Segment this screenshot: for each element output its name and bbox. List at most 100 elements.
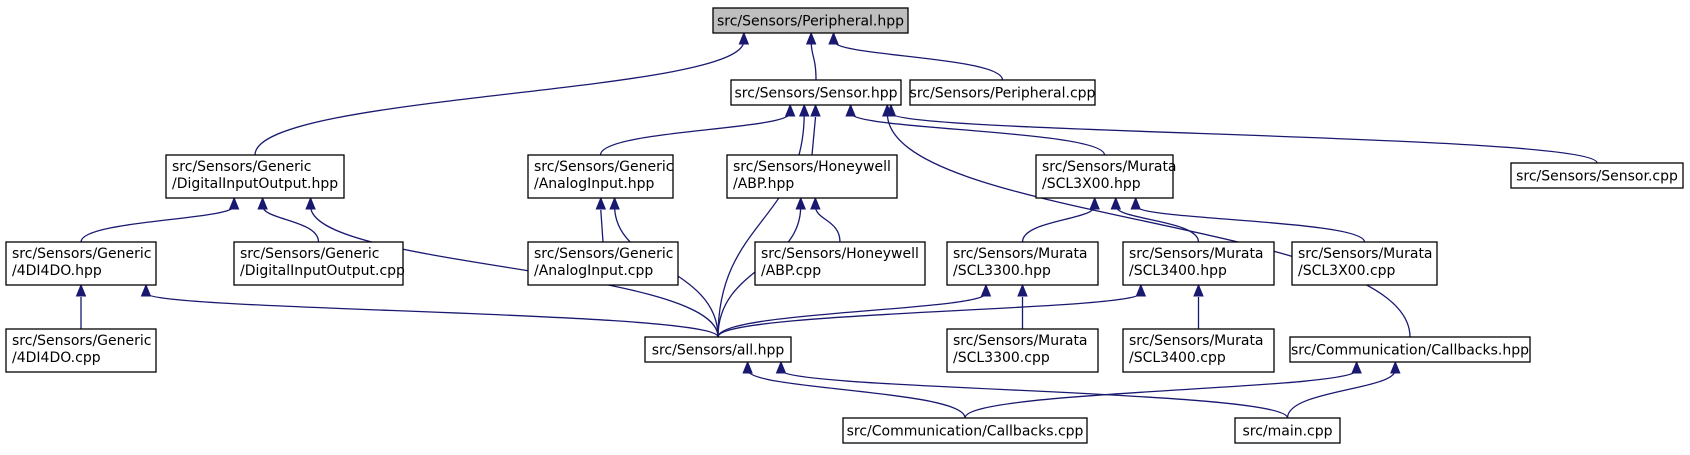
node-scl3300-cpp[interactable]: src/Sensors/Murata/SCL3300.cpp: [946, 328, 1099, 373]
node-scl3x00-cpp[interactable]: src/Sensors/Murata/SCL3X00.cpp: [1291, 241, 1438, 286]
edge-line: [145, 292, 719, 338]
node-box: [1122, 328, 1275, 373]
edge-line: [964, 369, 1358, 419]
edge-d4do-hpp-to-all-hpp: [140, 283, 719, 338]
edge-line: [254, 40, 745, 156]
node-box: [946, 328, 1099, 373]
node-label: src/Sensors/Honeywell: [761, 246, 919, 262]
node-scl3400-hpp[interactable]: src/Sensors/Murata/SCL3400.hpp: [1122, 241, 1275, 286]
edge-dio-hpp-to-dio-cpp: [257, 196, 320, 243]
edge-line: [849, 112, 1106, 156]
node-box: [527, 154, 674, 199]
node-d4do-cpp[interactable]: src/Sensors/Generic/4DI4DO.cpp: [5, 328, 157, 373]
edge-line: [780, 369, 1289, 419]
node-label: src/Sensors/Peripheral.hpp: [717, 14, 904, 30]
node-label: /ABP.hpp: [733, 176, 794, 192]
node-label: src/Sensors/Honeywell: [733, 159, 891, 175]
edge-abp-hpp-to-abp-cpp: [810, 196, 841, 243]
node-label: src/Communication/Callbacks.hpp: [1291, 343, 1529, 359]
node-label: /SCL3X00.cpp: [1298, 263, 1396, 279]
arrowhead: [810, 103, 821, 117]
node-label: src/Sensors/Generic: [534, 159, 673, 175]
arrowhead: [775, 360, 787, 374]
edge-line: [1115, 205, 1200, 243]
node-label: /DigitalInputOutput.cpp: [240, 263, 405, 279]
edge-scl3400-hpp-to-scl3400-cpp: [1193, 283, 1204, 329]
arrowhead: [228, 196, 240, 210]
node-label: src/Sensors/Generic: [534, 246, 673, 262]
node-box: [1122, 241, 1275, 286]
arrowhead: [805, 31, 817, 45]
node-label: /SCL3400.cpp: [1129, 350, 1226, 366]
node-box: [712, 7, 909, 34]
node-label: src/Communication/Callbacks.cpp: [847, 424, 1084, 440]
arrowhead: [810, 196, 821, 210]
arrowhead: [1089, 196, 1100, 210]
edge-d4do-hpp-to-d4do-cpp: [75, 283, 87, 329]
node-label: /AnalogInput.hpp: [534, 176, 655, 192]
node-peripheral-cpp[interactable]: src/Sensors/Peripheral.cpp: [909, 79, 1096, 106]
node-box: [730, 79, 902, 106]
edge-line: [717, 112, 805, 338]
node-all-hpp[interactable]: src/Sensors/all.hpp: [644, 336, 792, 363]
node-label: src/Sensors/Murata: [1129, 246, 1264, 262]
node-scl3300-hpp[interactable]: src/Sensors/Murata/SCL3300.hpp: [946, 241, 1099, 286]
node-scl3400-cpp[interactable]: src/Sensors/Murata/SCL3400.cpp: [1122, 328, 1275, 373]
arrowhead: [1135, 283, 1147, 297]
arrowhead: [75, 283, 87, 297]
node-box: [5, 241, 157, 286]
edge-sensor-hpp-to-all-hpp: [717, 103, 810, 338]
node-label: src/Sensors/Generic: [12, 246, 151, 262]
node-dio-hpp[interactable]: src/Sensors/Generic/DigitalInputOutput.h…: [165, 154, 345, 199]
edge-ai-hpp-to-ai-cpp: [595, 196, 607, 243]
node-callbacks-hpp[interactable]: src/Communication/Callbacks.hpp: [1289, 336, 1531, 363]
node-label: src/Sensors/all.hpp: [652, 343, 785, 359]
node-sensor-hpp[interactable]: src/Sensors/Sensor.hpp: [730, 79, 902, 106]
arrowhead: [1390, 360, 1401, 374]
node-abp-hpp[interactable]: src/Sensors/Honeywell/ABP.hpp: [726, 154, 898, 199]
arrowhead: [798, 103, 810, 117]
edge-line: [1135, 205, 1366, 243]
node-ai-cpp[interactable]: src/Sensors/Generic/AnalogInput.cpp: [527, 241, 679, 286]
arrowhead: [845, 103, 856, 117]
node-ai-hpp[interactable]: src/Sensors/Generic/AnalogInput.hpp: [527, 154, 674, 199]
node-box: [842, 417, 1088, 444]
node-label: /4DI4DO.hpp: [12, 263, 102, 279]
edge-sensor-hpp-to-abp-hpp: [810, 103, 821, 156]
node-callbacks-cpp[interactable]: src/Communication/Callbacks.cpp: [842, 417, 1088, 444]
node-label: /SCL3300.cpp: [953, 350, 1050, 366]
node-label: src/Sensors/Generic: [12, 333, 151, 349]
node-label: /ABP.cpp: [761, 263, 821, 279]
node-box: [5, 328, 157, 373]
node-box: [754, 241, 926, 286]
edge-line: [600, 209, 604, 243]
arrowhead: [1130, 196, 1141, 210]
node-main-cpp[interactable]: src/main.cpp: [1234, 417, 1341, 444]
node-scl3x00-hpp[interactable]: src/Sensors/Murata/SCL3X00.hpp: [1035, 154, 1177, 199]
node-peripheral-hpp[interactable]: src/Sensors/Peripheral.hpp: [712, 7, 909, 34]
edge-line: [1286, 369, 1396, 419]
node-dio-cpp[interactable]: src/Sensors/Generic/DigitalInputOutput.c…: [233, 241, 405, 286]
edge-line: [309, 205, 719, 338]
node-box: [1234, 417, 1341, 444]
node-label: src/Sensors/Murata: [953, 246, 1088, 262]
edge-sensor-hpp-to-sensor-cpp: [885, 103, 1598, 164]
node-abp-cpp[interactable]: src/Sensors/Honeywell/ABP.cpp: [754, 241, 926, 286]
edge-line: [717, 292, 1142, 338]
node-box: [1291, 241, 1438, 286]
edge-sensor-hpp-to-scl3x00-hpp: [845, 103, 1106, 156]
edge-line: [811, 116, 817, 156]
node-label: src/Sensors/Murata: [1042, 159, 1177, 175]
node-d4do-hpp[interactable]: src/Sensors/Generic/4DI4DO.hpp: [5, 241, 157, 286]
node-sensor-cpp[interactable]: src/Sensors/Sensor.cpp: [1510, 162, 1684, 189]
edge-all-hpp-to-main-cpp: [775, 360, 1289, 419]
edge-line: [832, 40, 1004, 81]
node-label: /AnalogInput.cpp: [534, 263, 653, 279]
node-label: /SCL3400.hpp: [1129, 263, 1227, 279]
arrowhead: [1351, 360, 1362, 374]
node-box: [1035, 154, 1174, 199]
edge-line: [810, 40, 817, 81]
edge-line: [890, 112, 1598, 164]
node-box: [909, 79, 1096, 106]
arrowhead: [595, 196, 607, 210]
